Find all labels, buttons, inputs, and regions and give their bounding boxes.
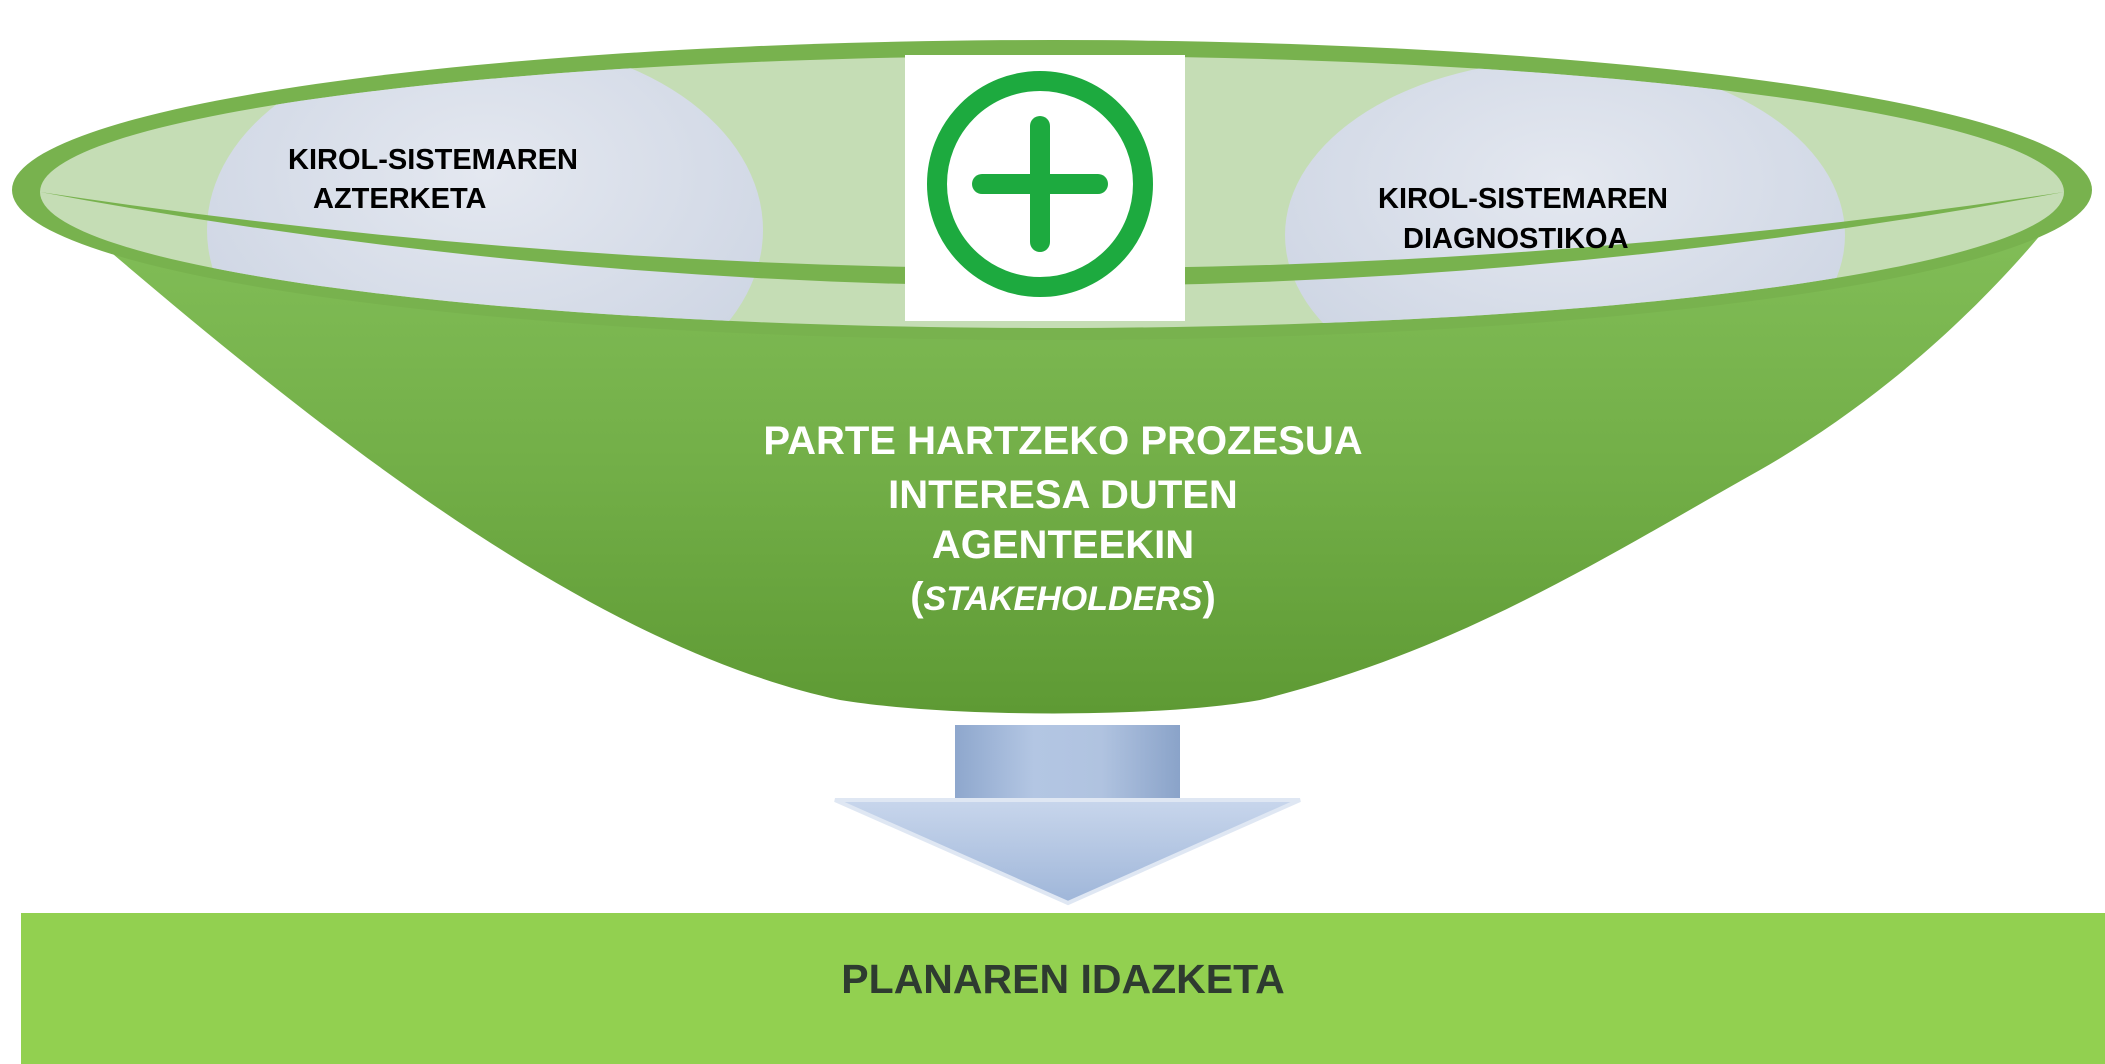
left-bubble-line1: KIROL-SISTEMAREN — [288, 144, 578, 176]
plus-circle-icon — [927, 71, 1153, 297]
down-arrow-icon — [834, 725, 1301, 906]
right-bubble-line2: DIAGNOSTIKOA — [1403, 223, 1629, 255]
funnel-text-line4: (STAKEHOLDERS) — [910, 575, 1216, 619]
bottom-bar — [21, 913, 2105, 1064]
right-bubble-line1: KIROL-SISTEMAREN — [1378, 183, 1668, 215]
funnel-front-lip — [40, 192, 2064, 286]
left-bubble-line2: AZTERKETA — [313, 183, 487, 215]
funnel-text-line3: AGENTEEKIN — [932, 523, 1194, 567]
bottom-bar-label: PLANAREN IDAZKETA — [841, 956, 1284, 1002]
funnel-text-line1: PARTE HARTZEKO PROZESUA — [763, 419, 1362, 463]
funnel-text-line2: INTERESA DUTEN — [888, 473, 1238, 517]
